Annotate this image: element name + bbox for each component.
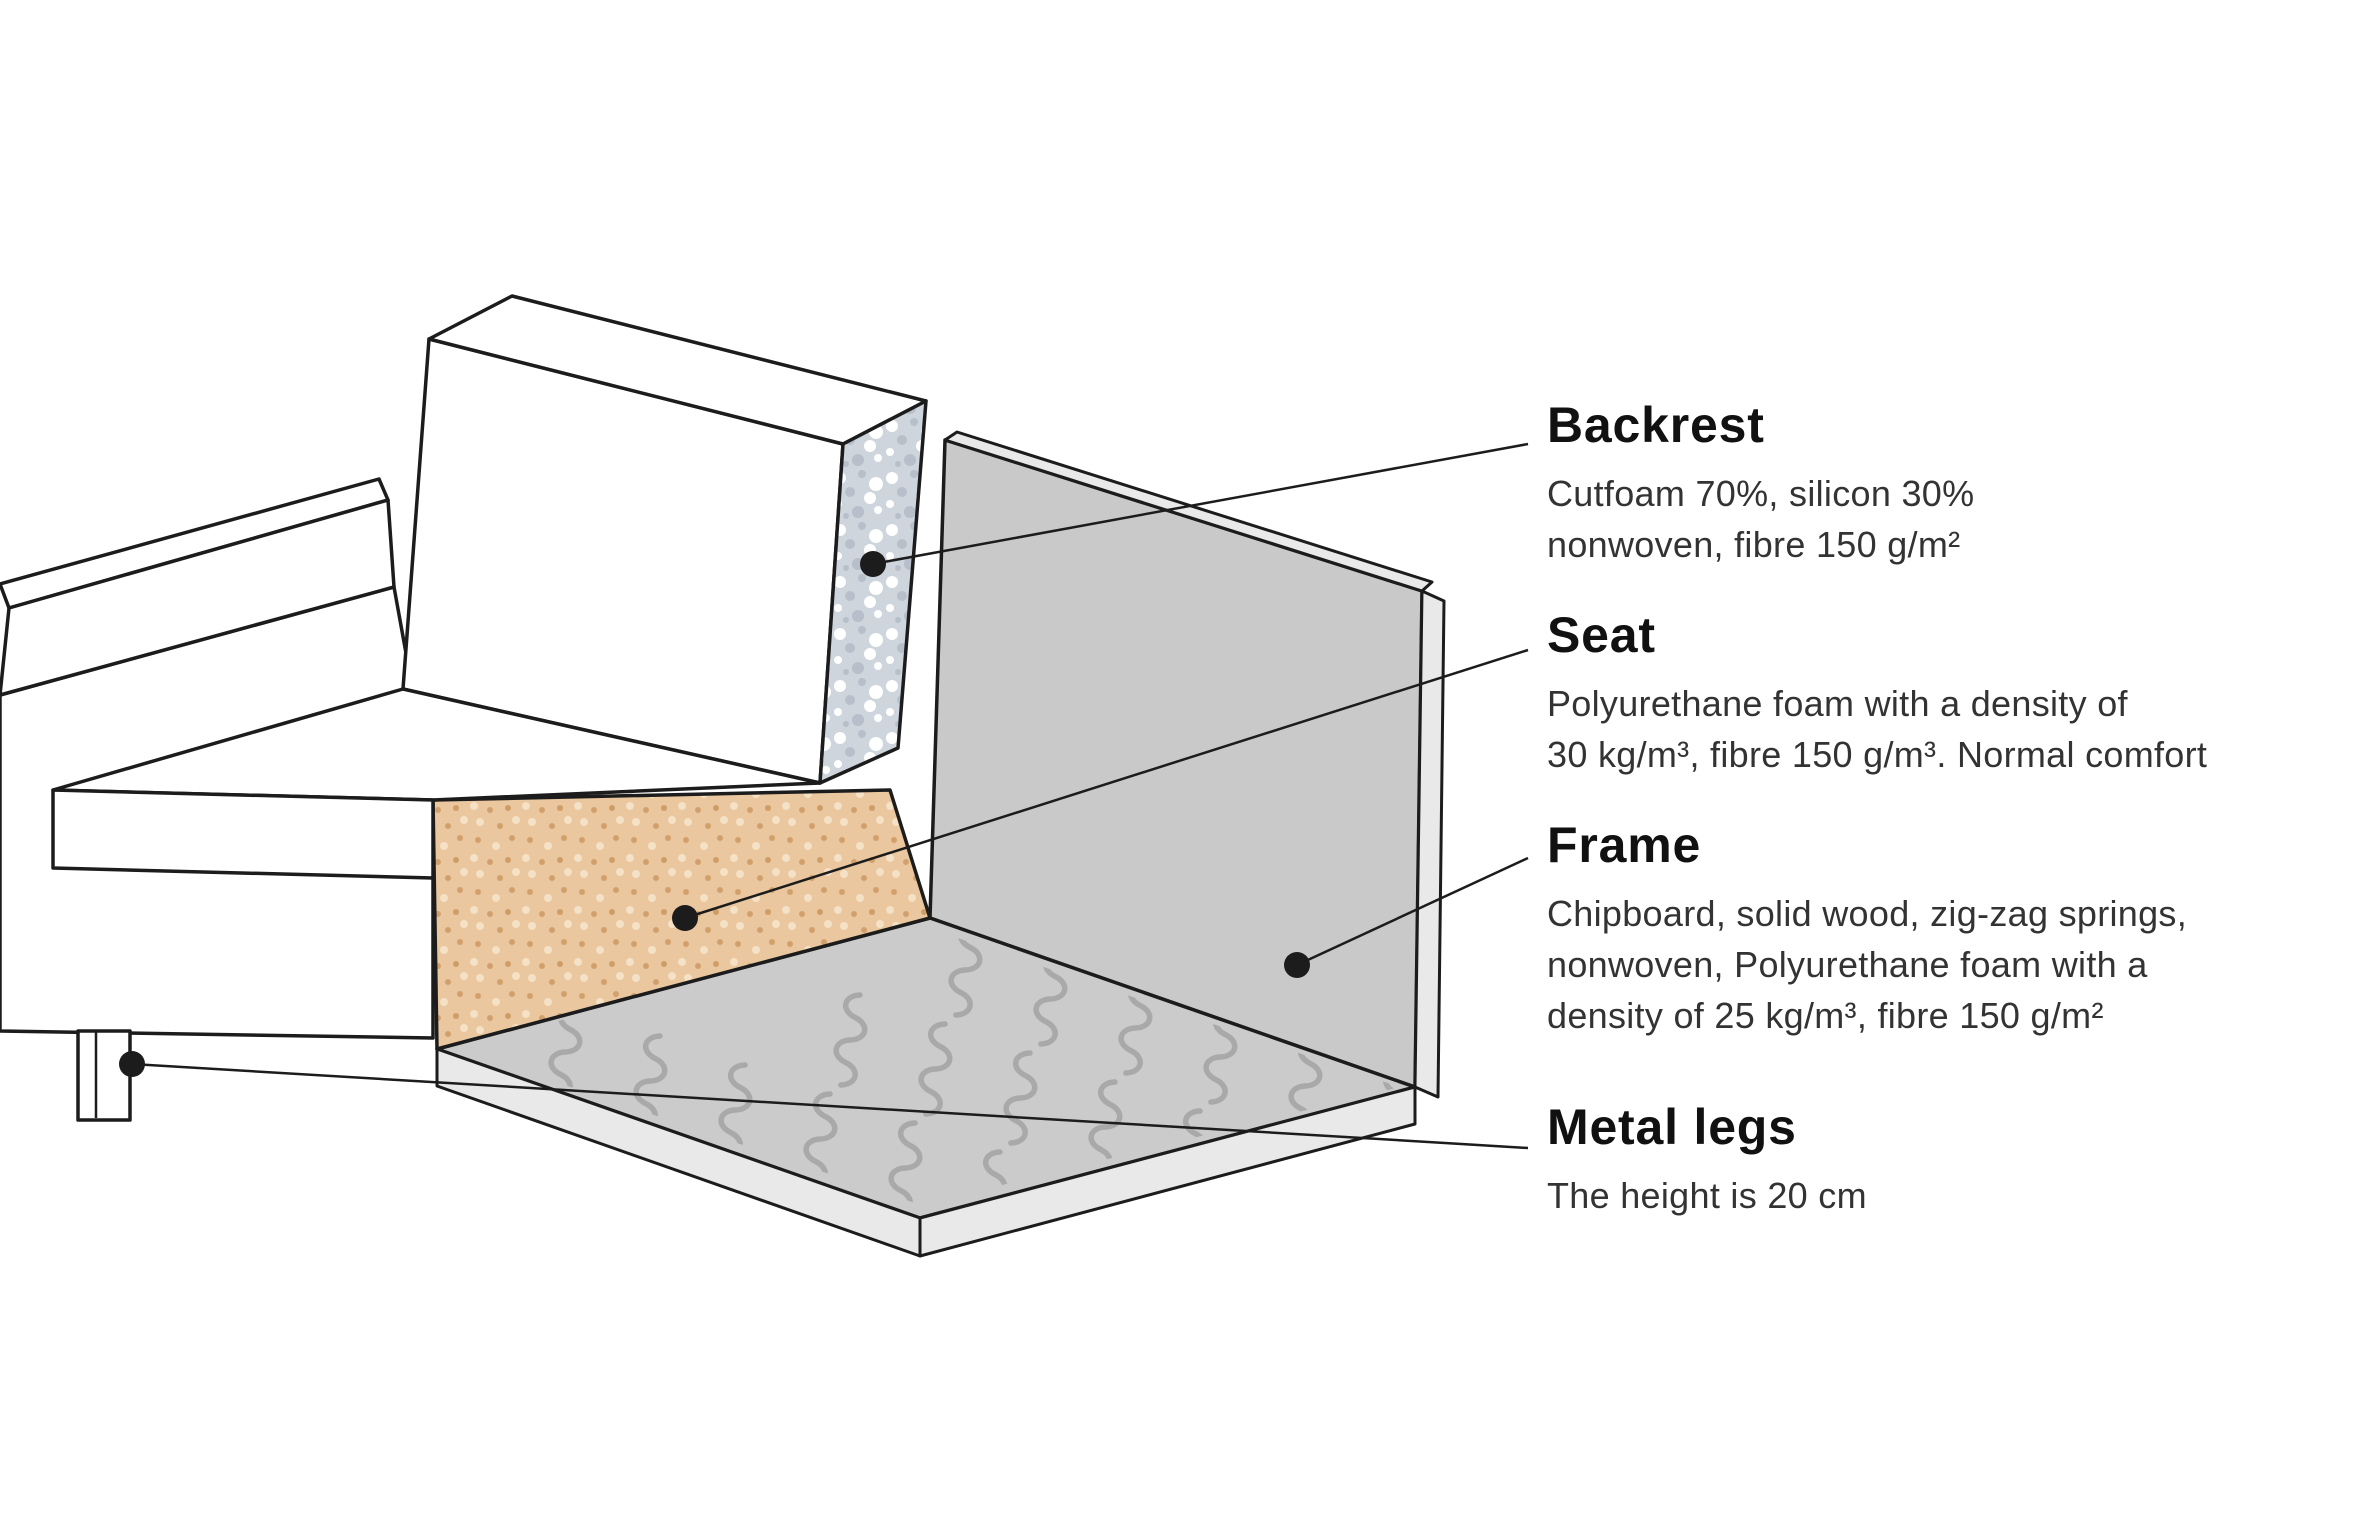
- backrest-foam-cut-face: [818, 399, 928, 785]
- label-seat: Seat Polyurethane foam with a density of…: [1547, 606, 2207, 780]
- callout-dot-metal-legs: [119, 1051, 145, 1077]
- label-backrest: Backrest Cutfoam 70%, silicon 30% nonwov…: [1547, 396, 1974, 570]
- leader-line-frame: [1296, 856, 1529, 967]
- leader-line-seat: [684, 648, 1529, 920]
- label-seat-line-2: 30 kg/m³, fibre 150 g/m³. Normal comfort: [1547, 734, 2208, 776]
- label-metal-legs: Metal legs The height is 20 cm: [1547, 1098, 1867, 1221]
- label-metal-legs-title: Metal legs: [1547, 1099, 1797, 1155]
- label-seat-title: Seat: [1547, 607, 1656, 663]
- label-frame-line-3: density of 25 kg/m³, fibre 150 g/m²: [1547, 995, 2104, 1037]
- label-frame-title: Frame: [1547, 817, 1702, 873]
- seat-cushion-front: [51, 788, 435, 880]
- leader-line-backrest: [872, 442, 1529, 566]
- leader-line-metal-legs: [131, 1062, 1529, 1150]
- callout-dot-backrest: [860, 551, 886, 577]
- callout-dot-seat: [672, 905, 698, 931]
- label-backrest-line-1: Cutfoam 70%, silicon 30%: [1547, 473, 1975, 514]
- label-seat-line-1: Polyurethane foam with a density of: [1547, 683, 2128, 724]
- label-frame-line-1: Chipboard, solid wood, zig-zag springs,: [1547, 893, 2188, 934]
- label-frame: Frame Chipboard, solid wood, zig-zag spr…: [1547, 816, 2187, 1041]
- frame-panel-top-edge: [943, 430, 1434, 593]
- callout-dot-frame: [1284, 952, 1310, 978]
- metal-leg: [76, 1029, 132, 1122]
- label-backrest-title: Backrest: [1547, 397, 1765, 453]
- label-metal-legs-line-1: The height is 20 cm: [1547, 1175, 1867, 1216]
- frame-panel-side-edge: [1413, 589, 1446, 1099]
- armrest-front: [0, 498, 396, 697]
- label-backrest-line-2: nonwoven, fibre 150 g/m²: [1547, 524, 1961, 566]
- label-frame-line-2: nonwoven, Polyurethane foam with a: [1547, 944, 2148, 986]
